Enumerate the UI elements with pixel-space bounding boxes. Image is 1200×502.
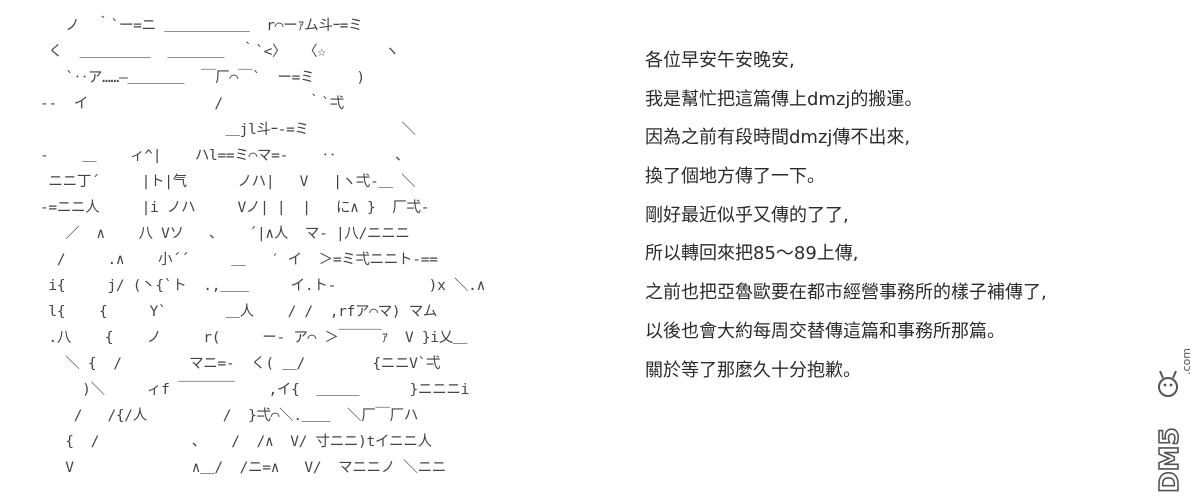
ascii-art-line: i{ j/ (丶{`ト .,＿＿ イ.ト- )x ＼.∧ [40, 278, 486, 294]
message-line: 換了個地方傳了一下。 [645, 166, 825, 188]
ascii-art-line: く ＿＿＿＿＿ ＿＿＿＿ ｀`<〉 〈☆ ヽ [40, 44, 399, 60]
ascii-art-line: { / 、 / /∧ V/ 寸ニニ)tイニニ人 [40, 434, 432, 450]
ascii-art-line: .八 { ノ r( ー- ア⌒ ＞￣￣￣ｧ V }i乂＿ [40, 330, 468, 346]
watermark-text: DM5 [1155, 427, 1185, 493]
ascii-art-line: ／ ∧ 八 Vソ 、 ´|∧人 マ- |八/ニニニ [40, 226, 410, 242]
ascii-art-line: )＼ ィf ￣￣￣￣ ,イ{ ＿＿＿ }ニニニi [40, 382, 470, 398]
watermark-domain: .com [1180, 348, 1193, 375]
mascot-face-icon [1158, 370, 1178, 397]
message-line: 以後也會大約每周交替傳這篇和事務所那篇。 [645, 320, 1005, 342]
message-line: 關於等了那麼久十分抱歉。 [645, 359, 861, 381]
ascii-art-line: -=ニニ人 |i ノハ Vノ| | | に∧ } 厂弌- [40, 200, 430, 216]
ascii-art-line: l{ { Y` ＿人 / / ,rfア⌒マ) マム [40, 304, 438, 320]
ascii-art-line: / .∧ 小´´ ＿ ′ イ ＞=ミ弌ニニト-== [40, 252, 438, 268]
dm5-logo: .com DM5 [1154, 348, 1193, 494]
message-line: 所以轉回來把85～89上傳, [645, 243, 859, 265]
ascii-art-line: - ＿ ィ^| ハl==ミ⌒マ=- ‥ 、 [40, 148, 410, 164]
ascii-art-line: ＿jl斗ｰ-=ミ ＼ [40, 122, 416, 138]
ascii-art-line: V ∧＿/ /ニ=∧ V/ マニニノ ＼ニニ [40, 460, 446, 476]
message-line: 之前也把亞魯歐要在都市經營事務所的樣子補傳了, [645, 282, 1047, 304]
message-line: 我是幫忙把這篇傳上dmzj的搬運。 [645, 88, 923, 110]
ascii-art-line: / /{/人 / }弌⌒＼.＿＿ ＼厂￣厂ハ [40, 408, 419, 424]
ascii-art-line: ノ ｀`ー=ニ ＿＿＿＿＿＿ r⌒ーｧム斗ｰ=ミ [40, 18, 363, 34]
ascii-art-line: ニニ丁´ |ト|气 ノハ| V |ヽ弌-＿ ＼ [40, 174, 416, 190]
message-line: 因為之前有段時間dmzj傳不出來, [645, 127, 911, 149]
ascii-art-line: `‥ア……―＿＿＿＿ ￣厂⌒￣` ー=ミ ) [40, 70, 365, 86]
message-text: 各位早安午安晚安, 我是幫忙把這篇傳上dmzj的搬運。 因為之前有段時間dmzj… [645, 47, 1165, 395]
ascii-art-line: -- イ / ｀`弌 [40, 96, 344, 112]
message-line: 各位早安午安晚安, [645, 50, 795, 71]
ascii-art: ノ ｀`ー=ニ ＿＿＿＿＿＿ r⌒ーｧム斗ｰ=ミ く ＿＿＿＿＿ ＿＿＿＿ ｀`… [40, 18, 600, 488]
ascii-art-line: ＼ { / マニ=- く( ＿/ {ニニV`弌 [40, 356, 441, 372]
message-line: 剛好最近似乎又傳的了了, [645, 204, 849, 226]
dm5-watermark: .com DM5 [1148, 345, 1198, 495]
